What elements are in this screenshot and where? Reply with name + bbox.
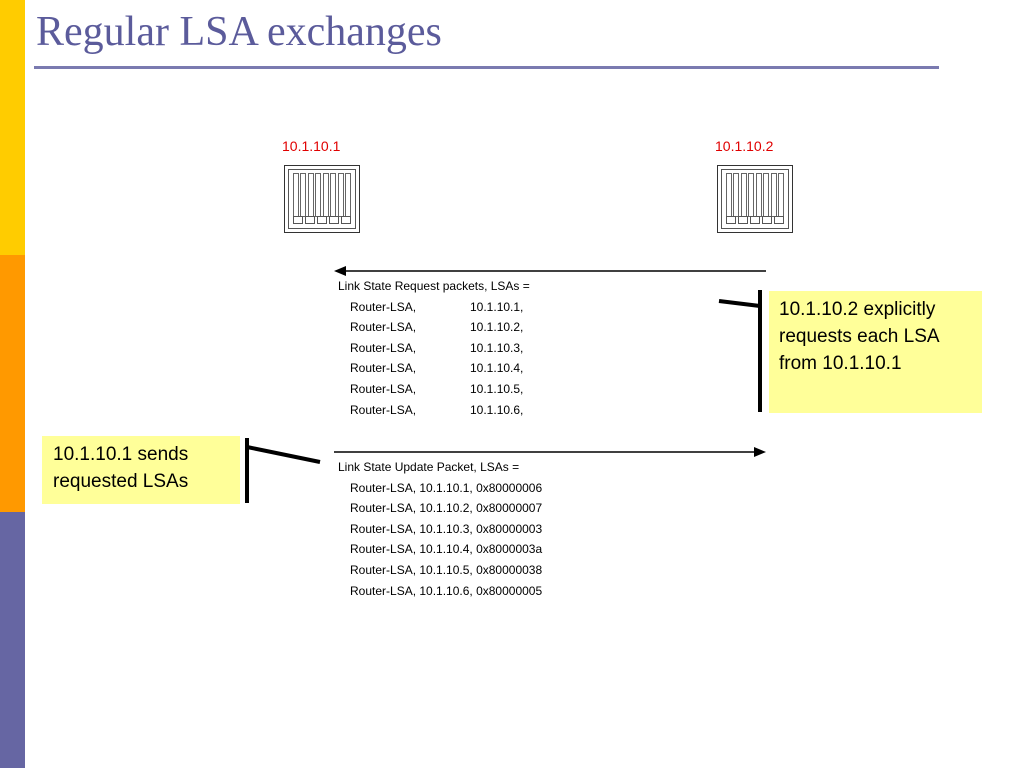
right-note-line: from 10.1.10.1 [779, 353, 902, 374]
request-lsa-type: Router-LSA, [350, 381, 417, 396]
router-1-icon [284, 165, 360, 233]
request-lsa-type: Router-LSA, [350, 402, 417, 417]
request-row: Router-LSA, 10.1.10.1, [350, 297, 530, 318]
request-row: Router-LSA, 10.1.10.3, [350, 338, 530, 359]
right-callout-pointer [718, 299, 761, 308]
accent-bar-yellow [0, 0, 25, 255]
update-arrowhead [754, 447, 766, 457]
request-lsa-id: 10.1.10.5, [470, 381, 524, 396]
left-note-line: 10.1.10.1 sends [53, 444, 189, 465]
update-row: Router-LSA, 10.1.10.6, 0x80000005 [350, 583, 543, 598]
request-header: Link State Request packets, LSAs = [338, 279, 530, 293]
slide-title: Regular LSA exchanges [36, 9, 442, 55]
request-lsa-id: 10.1.10.3, [470, 340, 524, 355]
left-callout-pointer [246, 445, 321, 464]
router-1-label: 10.1.10.1 [282, 138, 341, 154]
request-lsa-id: 10.1.10.2, [470, 320, 524, 335]
request-lsa-id: 10.1.10.6, [470, 402, 524, 417]
update-row: Router-LSA, 10.1.10.5, 0x80000038 [350, 562, 543, 577]
request-message: Link State Request packets, LSAs = Route… [338, 276, 530, 420]
title-underline [34, 66, 939, 69]
request-lsa-type: Router-LSA, [350, 361, 417, 376]
update-message: Link State Update Packet, LSAs = Router-… [338, 457, 542, 601]
request-row: Router-LSA, 10.1.10.5, [350, 379, 530, 400]
router-2-icon [717, 165, 793, 233]
update-header: Link State Update Packet, LSAs = [338, 460, 520, 474]
request-arrowhead [334, 266, 346, 276]
request-row: Router-LSA, 10.1.10.2, [350, 317, 530, 338]
right-note-line: 10.1.10.2 explicitly [779, 299, 936, 320]
accent-bar-orange [0, 255, 25, 512]
update-row: Router-LSA, 10.1.10.3, 0x80000003 [350, 521, 543, 536]
left-note-line: requested LSAs [53, 471, 189, 492]
request-lsa-id: 10.1.10.1, [470, 299, 524, 314]
accent-bar-purple [0, 512, 25, 768]
update-row: Router-LSA, 10.1.10.2, 0x80000007 [350, 501, 543, 516]
right-note-line: requests each LSA [779, 326, 940, 347]
right-note: 10.1.10.2 explicitly requests each LSA f… [769, 291, 982, 413]
update-row: Router-LSA, 10.1.10.4, 0x8000003a [350, 542, 543, 557]
left-note: 10.1.10.1 sends requested LSAs [42, 436, 240, 504]
request-lsa-id: 10.1.10.4, [470, 361, 524, 376]
update-row: Router-LSA, 10.1.10.1, 0x80000006 [350, 480, 543, 495]
request-lsa-type: Router-LSA, [350, 340, 417, 355]
request-row: Router-LSA, 10.1.10.6, [350, 400, 530, 421]
request-lsa-type: Router-LSA, [350, 320, 417, 335]
router-2-label: 10.1.10.2 [715, 138, 774, 154]
request-row: Router-LSA, 10.1.10.4, [350, 358, 530, 379]
request-lsa-type: Router-LSA, [350, 299, 417, 314]
